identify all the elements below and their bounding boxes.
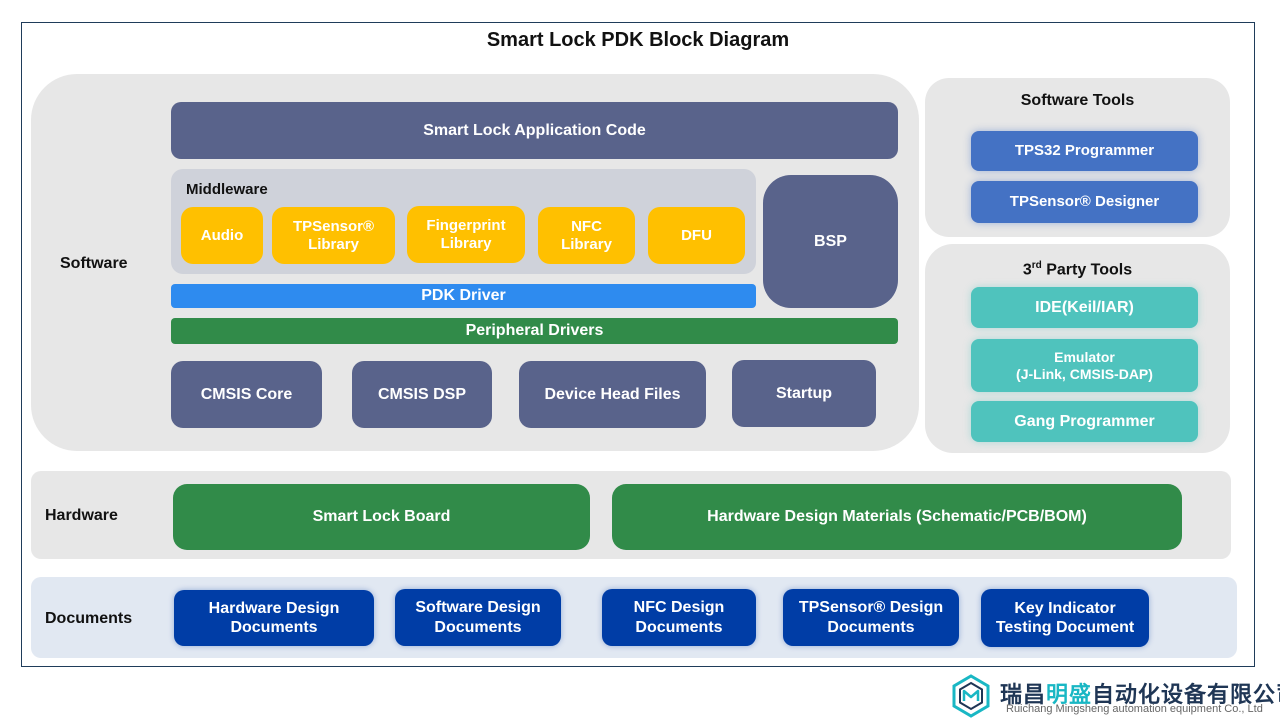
tpsensor-designer-button: TPSensor® Designer [971, 181, 1198, 223]
gang-programmer-button: Gang Programmer [971, 401, 1198, 442]
hardware-design-materials-block: Hardware Design Materials (Schematic/PCB… [612, 484, 1182, 550]
cmsis-dsp-block: CMSIS DSP [352, 361, 492, 428]
company-name-cn: 瑞昌明盛自动化设备有限公司 [1000, 682, 1280, 707]
smart-lock-board-block: Smart Lock Board [173, 484, 590, 550]
startup-block: Startup [732, 360, 876, 427]
bsp-block: BSP [763, 175, 898, 308]
software-tools-title: Software Tools [1020, 92, 1135, 109]
hardware-label: Hardware [45, 507, 118, 524]
device-head-files-block: Device Head Files [519, 361, 706, 428]
peripheral-drivers-bar: Peripheral Drivers [171, 318, 898, 344]
documents-label: Documents [45, 610, 133, 627]
middleware-label: Middleware [186, 181, 268, 198]
ide-keil-iar-button: IDE(Keil/IAR) [971, 287, 1198, 328]
app-code-block: Smart Lock Application Code [171, 102, 898, 159]
company-logo-icon [951, 674, 991, 718]
middleware-audio: Audio [181, 207, 263, 264]
pdk-driver-bar: PDK Driver [171, 284, 756, 308]
middleware-tpsensor-library: TPSensor®Library [272, 207, 395, 264]
tps32-programmer-button: TPS32 Programmer [971, 131, 1198, 171]
diagram-title: Smart Lock PDK Block Diagram [486, 29, 790, 51]
diagram-frame [21, 22, 1255, 667]
emulator-button: Emulator(J-Link, CMSIS-DAP) [971, 339, 1198, 392]
cmsis-core-block: CMSIS Core [171, 361, 322, 428]
app-code-text: Smart Lock Application Code [423, 121, 646, 139]
third-party-tools-title: 3rd Party Tools [1022, 260, 1133, 279]
middleware-dfu: DFU [648, 207, 745, 264]
software-label: Software [60, 255, 128, 272]
company-name-en: Ruichang Mingsheng automation equipment … [1006, 703, 1263, 715]
